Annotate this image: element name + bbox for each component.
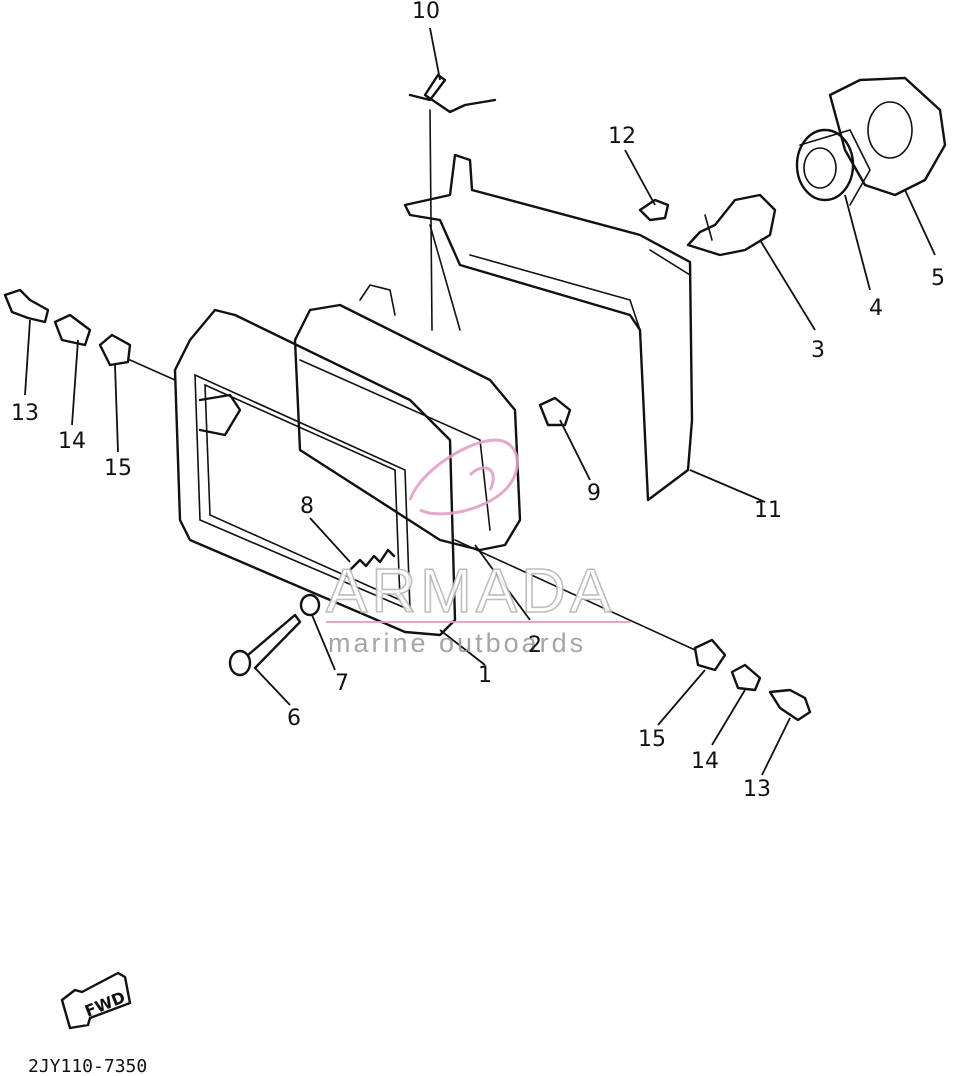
callout-11: 11	[754, 498, 782, 523]
part-1-rim	[173, 308, 457, 637]
callout-1: 1	[478, 663, 492, 688]
callout-10: 10	[412, 0, 440, 24]
callout-15-left: 15	[104, 456, 132, 481]
callout-3: 3	[811, 338, 825, 363]
fwd-label: FWD	[82, 988, 128, 1021]
callout-labels: 1 2 3 4 5 6 7 8 9 10 11 12 13 14 15 13 1…	[11, 0, 945, 802]
fwd-arrow: FWD	[60, 971, 132, 1030]
callout-4: 4	[869, 296, 883, 321]
part-5-boot	[828, 76, 947, 197]
callout-9: 9	[587, 481, 601, 506]
part-15-grommet-left	[98, 333, 176, 381]
part-13-bolt-left	[3, 288, 50, 324]
callout-2: 2	[528, 633, 542, 658]
part-10-clip	[408, 73, 497, 331]
fwd-arrow-icon	[60, 971, 132, 1030]
leader-lines	[24, 27, 936, 776]
part-14-collar-right	[730, 663, 762, 692]
callout-13-left: 13	[11, 401, 39, 426]
watermark-tagline: marine outboards	[328, 628, 586, 658]
callout-14-right: 14	[691, 749, 719, 774]
armada-watermark: ARMADA marine outboards	[325, 438, 630, 658]
part-6-screw	[228, 613, 302, 677]
part-7-washer	[299, 593, 321, 617]
part-9-nut	[538, 396, 572, 427]
callout-13-right: 13	[743, 777, 771, 802]
part-8-spring	[348, 548, 396, 572]
part-3-bulb	[686, 193, 777, 257]
part-4-socket	[795, 128, 871, 206]
watermark-swirl-icon	[408, 438, 519, 516]
diagram-code: 2JY110-7350	[28, 1056, 147, 1076]
part-2-sealed-beam	[293, 284, 522, 552]
part-14-collar-left	[53, 313, 92, 347]
callout-12: 12	[608, 124, 636, 149]
part-15-grommet-right	[693, 638, 727, 672]
callout-6: 6	[287, 706, 301, 731]
callout-14-left: 14	[58, 429, 86, 454]
watermark-brand: ARMADA	[326, 557, 615, 626]
callout-15-right: 15	[638, 727, 666, 752]
callout-8: 8	[300, 494, 314, 519]
callout-5: 5	[931, 266, 945, 291]
axis-line-right	[454, 539, 696, 651]
part-11-bracket	[403, 153, 694, 502]
callout-7: 7	[335, 671, 349, 696]
part-13-bolt-right	[768, 688, 812, 722]
